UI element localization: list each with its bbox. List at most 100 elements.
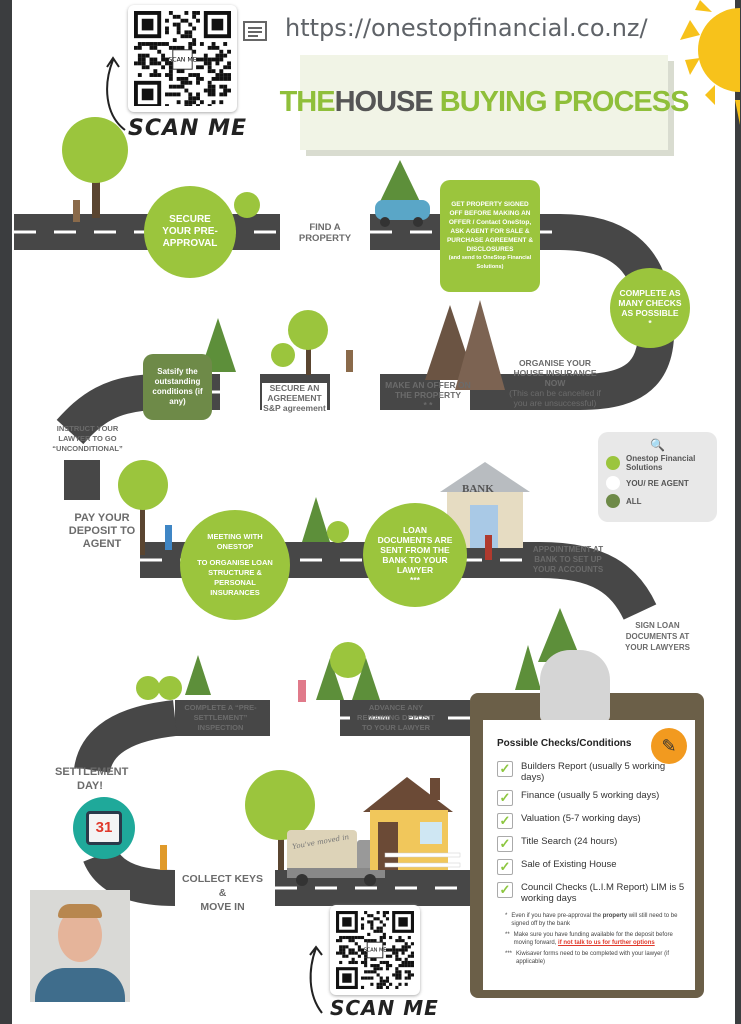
hair <box>58 904 102 918</box>
qr-code-bottom[interactable]: SCAN ME <box>330 905 420 995</box>
mountain-icon <box>425 300 505 390</box>
step-unconditional: INSTRUCT YOUR LAWYER TO GO “UNCONDITIONA… <box>52 424 123 453</box>
document-icon <box>243 21 267 41</box>
frame-right <box>735 0 741 1024</box>
step-pre-approval: SECURE YOUR PRE-APPROVAL <box>144 186 236 278</box>
tree-icon <box>62 117 128 218</box>
step-secure-agreement: SECURE AN AGREEMENT S&P agreement <box>262 383 327 413</box>
step-text: & <box>218 887 227 899</box>
checklist-items: ✓ Builders Report (usually 5 working days… <box>497 761 685 904</box>
checklist-item-label: Valuation (5-7 working days) <box>521 813 641 824</box>
tree-icon <box>245 770 315 870</box>
step-text: SECURE AN AGREEMENT <box>267 383 322 403</box>
qr-code-image: SCAN ME <box>134 11 231 108</box>
footnote: ** Make sure you have funding available f… <box>505 931 685 947</box>
pencil-icon: ✎ <box>651 728 687 764</box>
bank-sign: BANK <box>462 483 494 495</box>
checklist-item: ✓Builders Report (usually 5 working days… <box>497 761 685 783</box>
checklist-item: ✓Finance (usually 5 working days) <box>497 790 685 806</box>
footnote-part: will still need to be signed off by the … <box>511 913 678 927</box>
step-note: TO ORGANISE LOAN STRUCTURE & PERSONAL IN… <box>197 558 273 597</box>
road-segment <box>74 700 178 774</box>
checkbox-icon: ✓ <box>497 836 513 852</box>
step-signed-off-line: ASK AGENT FOR SALE & PURCHASE AGREEMENT … <box>446 228 534 253</box>
footnote: ***Kiwisaver forms need to be completed … <box>505 950 685 966</box>
checklist-paper: Possible Checks/Conditions ✎ ✓ Builders R… <box>483 720 695 990</box>
tree-icon <box>271 310 328 375</box>
footnote-mark: * <box>505 913 508 919</box>
legend-label: YOU/ RE AGENT <box>626 478 689 488</box>
clipboard-clip <box>540 650 610 722</box>
footnote-part: Even if you have pre-approval the <box>511 913 603 919</box>
step-text: ORGANISE YOUR HOUSE INSURANCE NOW <box>513 358 597 388</box>
legend-item: YOU/ RE AGENT <box>606 476 709 490</box>
fence-icon <box>384 852 461 868</box>
pine-tree-icon <box>515 608 582 690</box>
step-signed-off-line: (and send to OneStop Financial Solutions… <box>448 255 532 270</box>
checkbox-icon: ✓ <box>497 859 513 875</box>
legend: 🔍 Onestop Financial Solutions YOU/ RE AG… <box>598 432 717 522</box>
footnote-mark: ** <box>505 932 510 938</box>
checklist-item: ✓Title Search (24 hours) <box>497 836 685 852</box>
step-loan-documents: LOAN DOCUMENTS ARE SENT FROM THE BANK TO… <box>363 503 467 607</box>
qr-code-top[interactable]: SCAN ME <box>128 5 237 112</box>
advisor-photo <box>30 890 130 1002</box>
step-pre-settlement: COMPLETE A “PRE-SETTLEMENT” INSPECTION <box>184 703 257 732</box>
step-appointment: APPOINTMENT AT BANK TO SET UP YOUR ACCOU… <box>532 545 604 574</box>
car-icon <box>375 200 430 227</box>
legend-swatch <box>606 456 620 470</box>
step-signed-off-line: GET PROPERTY SIGNED OFF BEFORE MAKING AN… <box>448 201 532 226</box>
step-text: LOAN DOCUMENTS ARE SENT FROM THE BANK TO… <box>377 525 453 575</box>
step-sign-loan-docs: SIGN LOAN DOCUMENTS AT YOUR LAWYERS <box>625 621 690 652</box>
step-meeting-onestop: MEETING WITH ONESTOP TO ORGANISE LOAN ST… <box>180 510 290 620</box>
step-text: MEETING WITH ONESTOP <box>207 532 263 551</box>
calendar-icon: 31 <box>73 797 135 859</box>
checklist-item-label: Builders Report (usually 5 working days) <box>521 761 666 783</box>
footnote-part: Kiwisaver forms need to be completed wit… <box>516 951 670 965</box>
checklist-item-label: Sale of Existing House <box>521 859 617 870</box>
step-note: (This can be cancelled if you are unsucc… <box>509 388 601 408</box>
checklist-title: Possible Checks/Conditions <box>497 738 632 749</box>
footnote-bold: property <box>602 913 628 919</box>
legend-item: Onestop Financial Solutions <box>606 454 709 472</box>
shirt <box>35 968 125 1002</box>
step-pay-deposit: PAY YOUR DEPOSIT TO AGENT <box>68 512 136 550</box>
legend-swatch <box>606 494 620 508</box>
pine-tree-icon <box>375 160 425 212</box>
scan-me-label: SCAN ME <box>330 996 439 1020</box>
footnote-text: Kiwisaver forms need to be completed wit… <box>516 950 685 966</box>
checkbox-icon: ✓ <box>497 882 513 898</box>
house-icon <box>363 777 453 870</box>
step-text: MAKE AN OFFER ON THE PROPERTY <box>385 380 471 400</box>
footnote-mark: * <box>648 318 652 328</box>
contact-link[interactable]: if not talk to us for further options <box>558 940 655 946</box>
step-collect-keys: COLLECT KEYS & MOVE IN <box>180 872 265 914</box>
arrow-icon <box>309 945 323 1014</box>
checklist-notes: *Even if you have pre-approval the prope… <box>497 912 685 966</box>
url-link[interactable]: https://onestopfinancial.co.nz/ <box>285 14 648 42</box>
footnote-mark: *** <box>505 951 513 957</box>
step-signed-off: GET PROPERTY SIGNED OFF BEFORE MAKING AN… <box>440 180 540 292</box>
title-part: HOUSE <box>334 86 434 118</box>
pine-tree-icon <box>302 497 349 543</box>
footnote-text: Make sure you have funding available for… <box>514 931 685 947</box>
step-satisfy-conditions: Satsify the outstanding conditions (if a… <box>143 354 212 420</box>
step-make-offer: MAKE AN OFFER ON THE PROPERTY * * <box>383 380 473 410</box>
bush-icon <box>234 192 260 218</box>
tree-icon <box>316 642 380 700</box>
step-advance-deposit: ADVANCE ANY REMAINING DEPOSIT TO YOUR LA… <box>357 703 435 732</box>
qr-badge: SCAN ME <box>364 948 387 954</box>
legend-item: ALL <box>606 494 709 508</box>
arrow-icon <box>106 56 126 131</box>
title-part: BUYING PROCESS <box>432 86 690 118</box>
frame-left <box>0 0 12 1024</box>
step-complete-checks: COMPLETE AS MANY CHECKS AS POSSIBLE * <box>610 268 690 348</box>
tree-icon <box>136 655 211 700</box>
step-text: COMPLETE AS MANY CHECKS AS POSSIBLE <box>618 288 682 318</box>
person-icon <box>73 200 492 870</box>
checklist-item: ✓Valuation (5-7 working days) <box>497 813 685 829</box>
checklist-item: ✓ Sale of Existing House <box>497 859 685 875</box>
footnote-mark: *** <box>410 575 420 585</box>
footnote-text: Even if you have pre-approval the proper… <box>511 912 685 928</box>
